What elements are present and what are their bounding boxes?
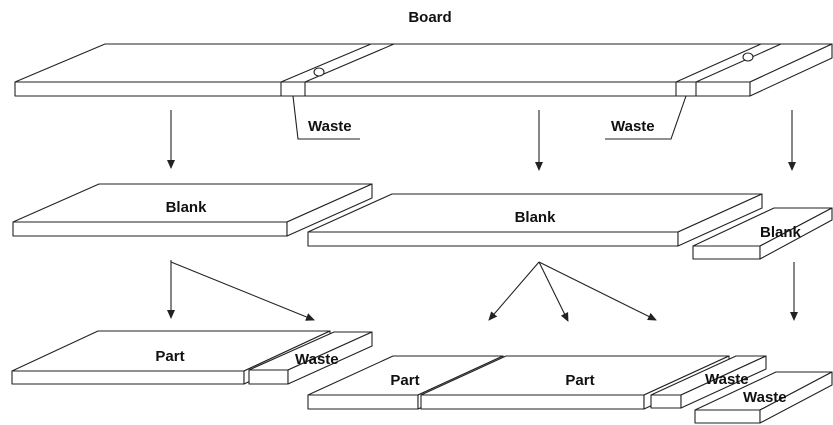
blank-3	[692, 207, 833, 260]
blank-3-label: Blank	[760, 224, 802, 241]
arrow-blank-1-to-waste	[170, 261, 315, 321]
knot-right-icon	[742, 52, 754, 62]
board-kerf-left	[280, 43, 395, 97]
part-3-label: Part	[565, 372, 594, 389]
waste-1-label: Waste	[295, 351, 339, 368]
board	[14, 43, 833, 97]
diagram-title: Board	[408, 9, 451, 26]
arrow-blank-2-to-part-right	[538, 261, 569, 322]
waste-2	[650, 355, 767, 409]
blank-2	[307, 193, 763, 247]
board-kerf-right	[675, 43, 782, 97]
blank-1-label: Blank	[166, 199, 208, 216]
part-1-label: Part	[155, 348, 184, 365]
waste-left-leader	[292, 95, 360, 140]
waste-right-leader	[605, 95, 687, 140]
waste-2-label: Waste	[705, 371, 749, 388]
waste-left-label: Waste	[308, 118, 352, 135]
arrow-blank-2-to-waste	[538, 261, 657, 321]
arrow-blank-2-to-part-left	[488, 261, 540, 321]
blank-1	[12, 183, 373, 237]
part-2-label: Part	[390, 372, 419, 389]
blank-2-label: Blank	[515, 209, 557, 226]
knot-left-icon	[313, 67, 325, 77]
waste-1	[248, 331, 373, 385]
waste-3	[694, 371, 833, 424]
waste-right-label: Waste	[611, 118, 655, 135]
waste-3-label: Waste	[743, 389, 787, 406]
